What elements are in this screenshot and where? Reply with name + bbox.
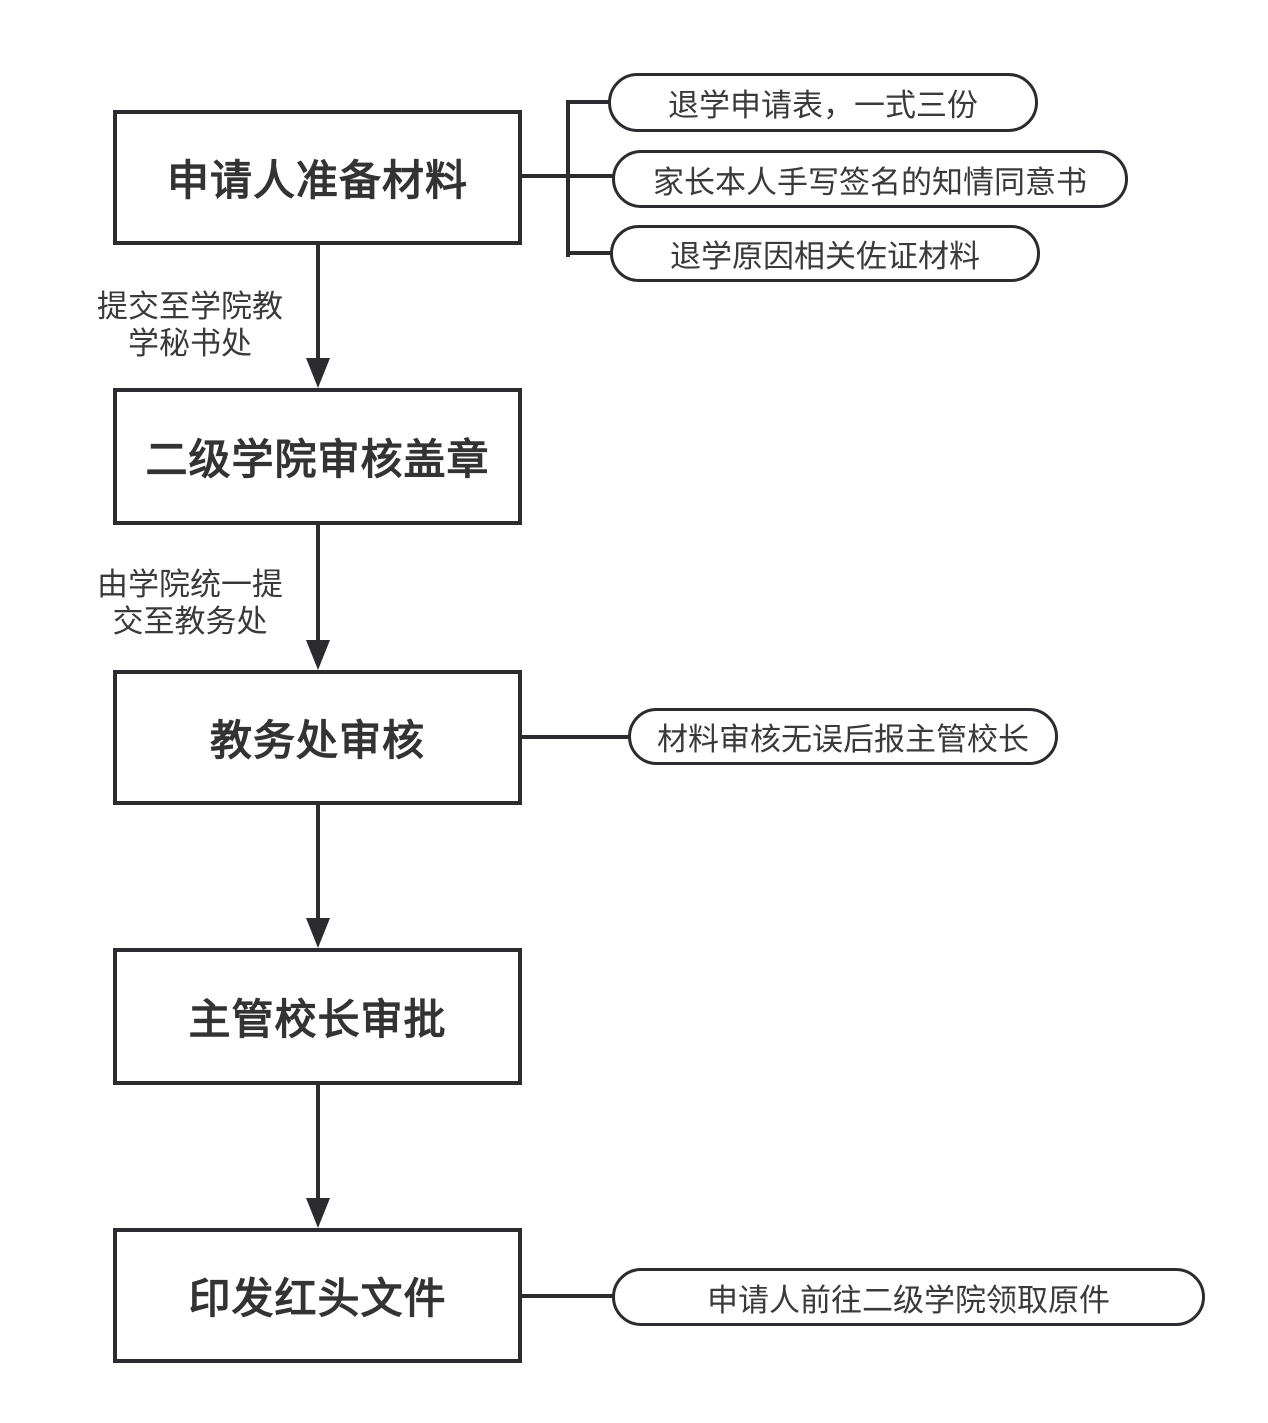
connector-node5-to-note5: [522, 1294, 614, 1298]
edge-label-submit-to-college-secretary: 提交至学院教 学秘书处: [60, 288, 320, 362]
connector-node1-to-trunk: [522, 174, 570, 178]
process-node-prepare-materials: 申请人准备材料: [113, 110, 522, 245]
arrow-down-icon: [306, 918, 330, 948]
arrow-down-icon: [306, 1198, 330, 1228]
process-node-academic-affairs-review: 教务处审核: [113, 670, 522, 805]
edge-label-line: 由学院统一提: [97, 567, 283, 602]
edge-label-line: 交至教务处: [112, 604, 268, 639]
connector-trunk-to-note3: [566, 251, 612, 255]
note-supporting-materials: 退学原因相关佐证材料: [610, 225, 1040, 282]
note-withdrawal-application-form: 退学申请表，一式三份: [608, 73, 1038, 132]
arrow-line-3: [316, 805, 320, 922]
arrow-down-icon: [306, 358, 330, 388]
edge-label-line: 学秘书处: [128, 326, 252, 361]
note-collect-original-at-college: 申请人前往二级学院领取原件: [612, 1268, 1205, 1326]
process-node-issue-official-document: 印发红头文件: [113, 1228, 522, 1363]
note-parent-consent-letter: 家长本人手写签名的知情同意书: [612, 150, 1128, 208]
connector-trunk-to-note2: [566, 174, 614, 178]
arrow-line-4: [316, 1085, 320, 1202]
process-node-vice-principal-approval: 主管校长审批: [113, 948, 522, 1085]
arrow-line-2: [316, 525, 320, 644]
process-node-college-review-stamp: 二级学院审核盖章: [113, 388, 522, 525]
connector-trunk-to-note1: [566, 100, 610, 104]
edge-label-college-submits-to-academic-affairs: 由学院统一提 交至教务处: [60, 566, 320, 640]
arrow-line-1: [316, 245, 320, 362]
connector-trunk-vertical: [566, 100, 570, 257]
note-report-to-vice-principal: 材料审核无误后报主管校长: [628, 708, 1058, 765]
connector-node3-to-note4: [522, 735, 630, 739]
edge-label-line: 提交至学院教: [97, 289, 283, 324]
arrow-down-icon: [306, 640, 330, 670]
